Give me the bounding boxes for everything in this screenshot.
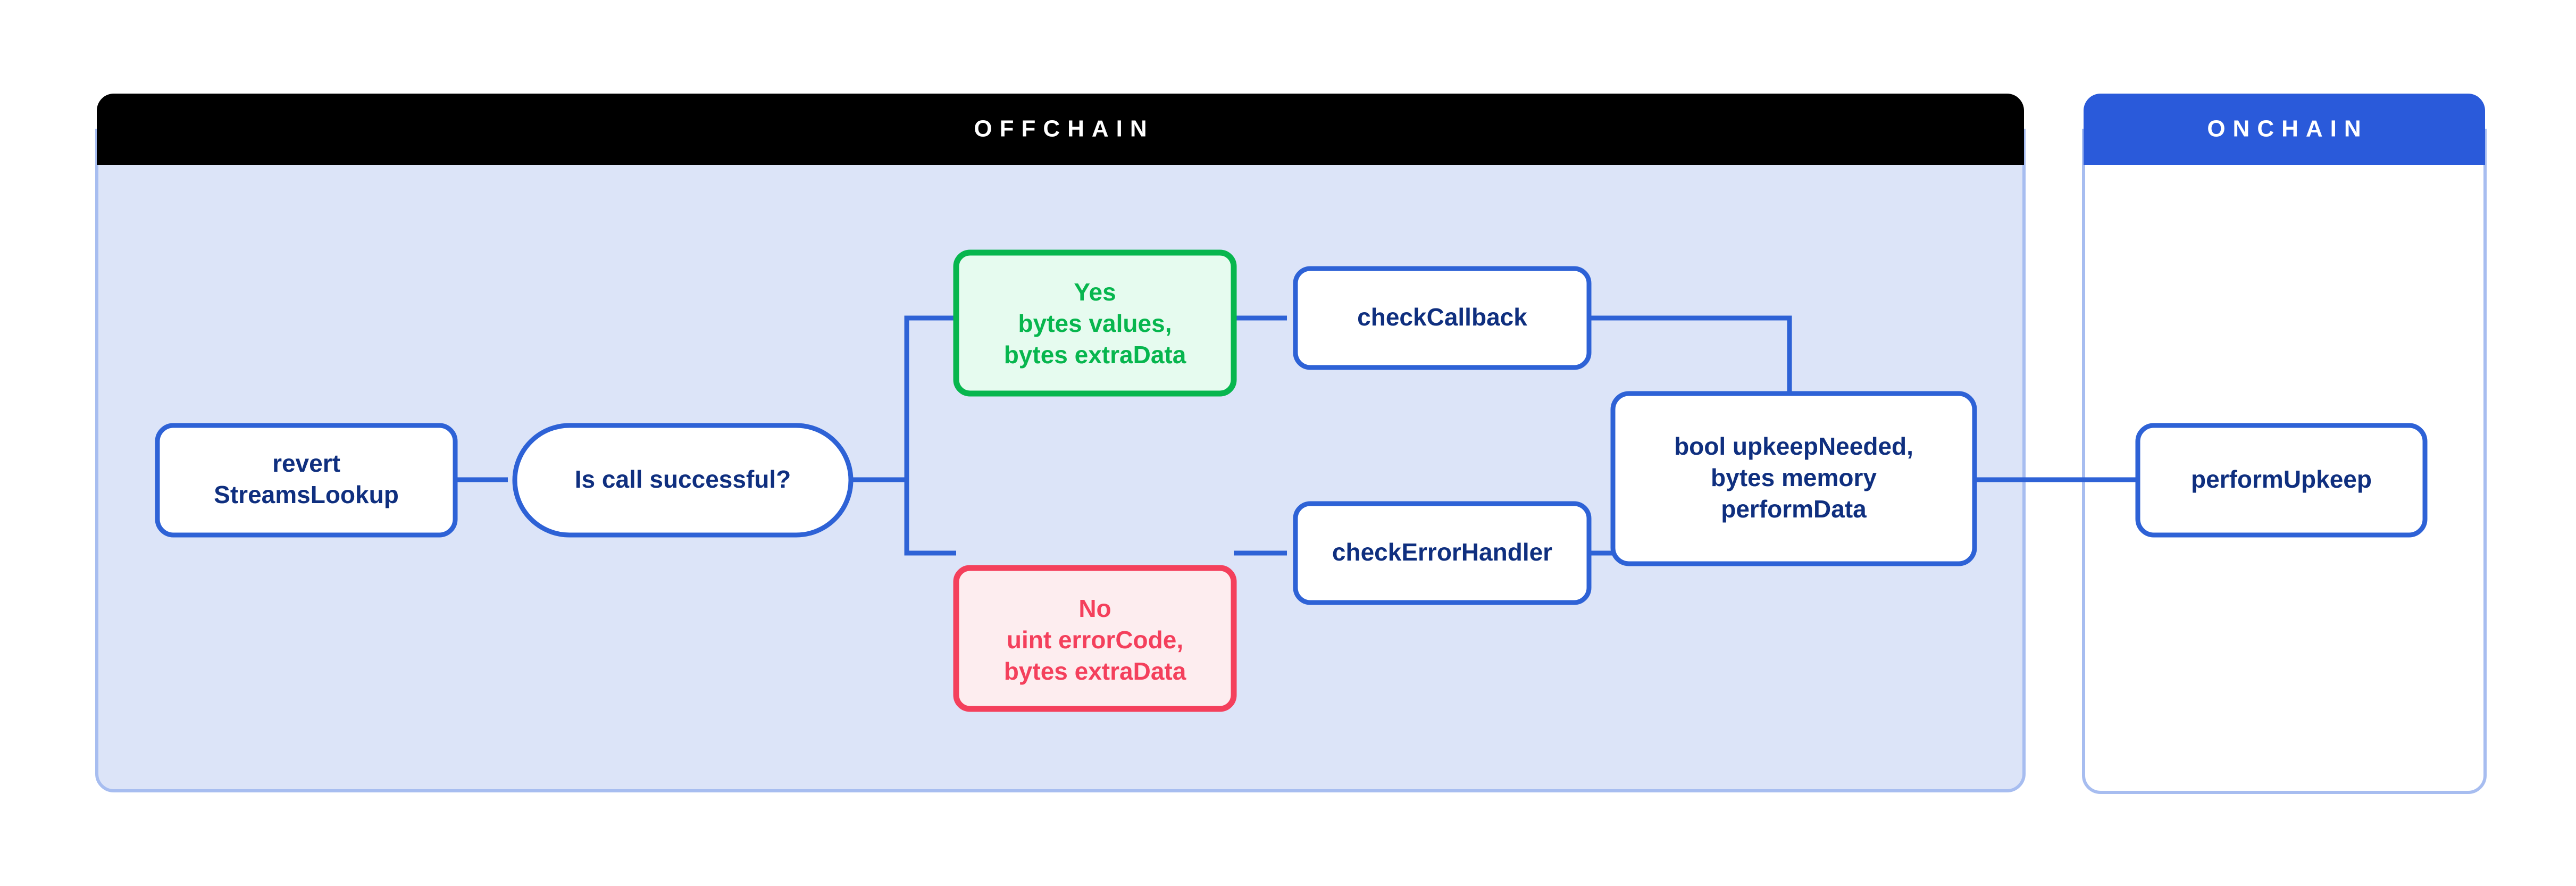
- node-yes-branch-line-3: bytes extraData: [1004, 341, 1186, 369]
- node-upkeep-result[interactable]: bool upkeepNeeded, bytes memory performD…: [1610, 391, 1977, 566]
- node-is-call-successful-box[interactable]: [512, 423, 854, 538]
- node-check-callback-label: checkCallback: [1357, 303, 1527, 331]
- node-yes-branch-line-1: Yes: [1074, 278, 1116, 306]
- node-yes-branch-box[interactable]: [953, 249, 1237, 397]
- node-yes-branch-line-2: bytes values,: [1018, 310, 1172, 337]
- node-revert-streams-lookup-box[interactable]: [155, 423, 458, 538]
- node-no-branch-box[interactable]: [953, 565, 1237, 712]
- node-perform-upkeep-label: performUpkeep: [2191, 465, 2372, 493]
- node-no-branch[interactable]: No uint errorCode, bytes extraData: [953, 565, 1237, 712]
- node-no-branch-line-2: uint errorCode,: [1007, 626, 1183, 654]
- node-upkeep-result-box[interactable]: [1610, 391, 1977, 566]
- node-perform-upkeep[interactable]: performUpkeep: [2135, 423, 2428, 538]
- node-revert-streams-lookup-line-2: StreamsLookup: [214, 481, 399, 508]
- offchain-panel-title: OFFCHAIN: [974, 116, 1154, 142]
- node-upkeep-result-line-3: performData: [1721, 495, 1867, 523]
- node-is-call-successful[interactable]: Is call successful?: [512, 423, 854, 538]
- node-upkeep-result-line-1: bool upkeepNeeded,: [1674, 432, 1913, 460]
- node-no-branch-line-3: bytes extraData: [1004, 657, 1186, 685]
- node-revert-streams-lookup[interactable]: revert StreamsLookup: [155, 423, 458, 538]
- offchain-panel-header: [97, 94, 2024, 165]
- node-perform-upkeep-box[interactable]: [2135, 423, 2428, 538]
- edge-decision-to-no: [904, 480, 956, 556]
- node-check-callback[interactable]: checkCallback: [1293, 266, 1592, 370]
- node-upkeep-result-line-2: bytes memory: [1711, 464, 1877, 491]
- node-check-callback-box[interactable]: [1293, 266, 1592, 370]
- edge-decision-to-yes: [904, 315, 956, 480]
- node-yes-branch[interactable]: Yes bytes values, bytes extraData: [953, 249, 1237, 397]
- onchain-panel-header: [2084, 94, 2485, 165]
- edge-check-callback-to-result: [1589, 315, 1792, 394]
- node-revert-streams-lookup-line-1: revert: [272, 449, 340, 477]
- onchain-panel-title: ONCHAIN: [2207, 116, 2368, 142]
- node-check-error-handler-box[interactable]: [1293, 501, 1592, 605]
- node-is-call-successful-label: Is call successful?: [575, 465, 791, 493]
- node-check-error-handler-label: checkErrorHandler: [1332, 538, 1552, 566]
- node-check-error-handler[interactable]: checkErrorHandler: [1293, 501, 1592, 605]
- node-no-branch-line-1: No: [1078, 595, 1111, 622]
